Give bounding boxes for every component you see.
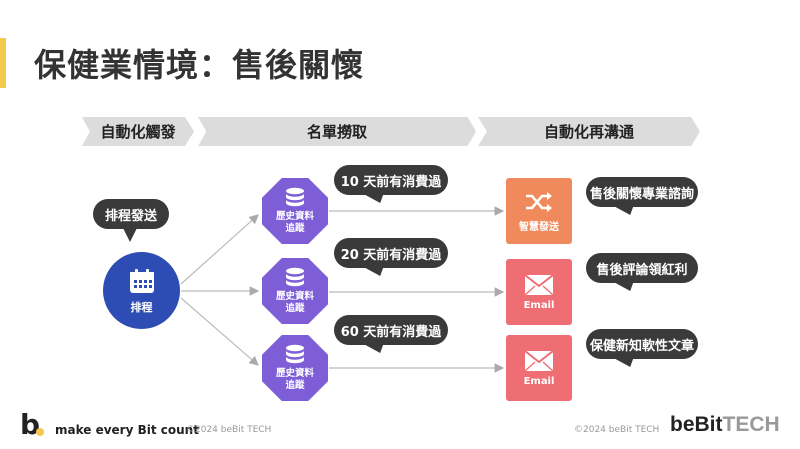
- action-2-bubble: 售後評論領紅利: [586, 253, 698, 291]
- segment-1-bubble: 10 天前有消費過: [334, 165, 448, 203]
- footer-logo-dot: [36, 428, 44, 436]
- email-icon: [524, 273, 554, 296]
- footer-tagline: make every Bit count: [55, 423, 199, 437]
- title-accent-bar: [0, 38, 6, 88]
- action-2-label: Email: [523, 299, 555, 311]
- action-2-bubble-text: 售後評論領紅利: [596, 262, 688, 278]
- action-1-label: 智慧發送: [519, 221, 559, 233]
- segment-1-bubble-text: 10 天前有消費過: [340, 174, 442, 190]
- action-3-email-tile: Email: [506, 335, 572, 401]
- stage-list-retrieval: 名單撈取: [198, 117, 476, 146]
- bubble-tail: [358, 193, 384, 203]
- segment-3-bubble-text: 60 天前有消費過: [340, 324, 442, 340]
- page-title: 保健業情境：售後關懷: [34, 46, 365, 84]
- stage-automation-trigger: 自動化觸發: [82, 117, 194, 146]
- bubble-tail: [358, 266, 384, 276]
- connector-trigger-to-segment-3: [180, 297, 259, 366]
- action-3-bubble: 保健新知軟性文章: [586, 329, 698, 367]
- action-3-label: Email: [523, 375, 555, 387]
- segment-2-label-line-1: 歷史資料: [275, 291, 314, 302]
- bubble-tail: [358, 343, 384, 353]
- footer-logo: b: [20, 408, 41, 441]
- bubble-tail: [608, 357, 634, 367]
- segment-3-history-node: 歷史資料 追蹤: [262, 335, 328, 401]
- segment-3-label-line-1: 歷史資料: [275, 368, 314, 379]
- action-1-bubble-text: 售後關懷專業諮詢: [589, 186, 694, 202]
- action-1-bubble: 售後關懷專業諮詢: [586, 177, 698, 215]
- trigger-node-label: 排程: [130, 300, 153, 314]
- brand-logo: beBitTECH: [670, 413, 780, 437]
- footer-copyright-left: ©2024 beBit TECH: [186, 425, 272, 435]
- action-2-email-tile: Email: [506, 259, 572, 325]
- bubble-tail: [608, 205, 634, 215]
- trigger-bubble: 排程發送: [93, 199, 169, 242]
- segment-1-label-line-2: 追蹤: [285, 223, 305, 234]
- action-1-smart-send-tile: 智慧發送: [506, 178, 572, 244]
- database-icon: [286, 187, 304, 207]
- bubble-tail: [608, 281, 634, 291]
- segment-1-history-node: 歷史資料 追蹤: [262, 178, 328, 244]
- trigger-schedule-node: 排程: [103, 252, 180, 329]
- bubble-tail: [123, 228, 137, 242]
- segment-2-label-line-2: 追蹤: [285, 303, 305, 314]
- segment-2-history-node: 歷史資料 追蹤: [262, 258, 328, 324]
- database-icon: [286, 344, 304, 364]
- calendar-icon: [129, 268, 154, 293]
- segment-2-bubble: 20 天前有消費過: [334, 238, 448, 276]
- database-icon: [286, 267, 304, 287]
- brand-logo-part-2: TECH: [722, 413, 780, 436]
- shuffle-icon: [526, 191, 552, 212]
- segment-2-bubble-text: 20 天前有消費過: [340, 247, 442, 263]
- brand-logo-part-1: beBit: [670, 413, 723, 436]
- action-3-bubble-text: 保健新知軟性文章: [589, 338, 694, 354]
- segment-3-bubble: 60 天前有消費過: [334, 315, 448, 353]
- footer-copyright-right: ©2024 beBit TECH: [574, 425, 660, 435]
- stage-automation-recommunication: 自動化再溝通: [478, 117, 700, 146]
- segment-3-label-line-2: 追蹤: [285, 380, 305, 391]
- email-icon: [524, 349, 554, 372]
- segment-1-label-line-1: 歷史資料: [275, 211, 314, 222]
- connector-trigger-to-segment-1: [180, 214, 259, 285]
- trigger-bubble-text: 排程發送: [104, 208, 157, 224]
